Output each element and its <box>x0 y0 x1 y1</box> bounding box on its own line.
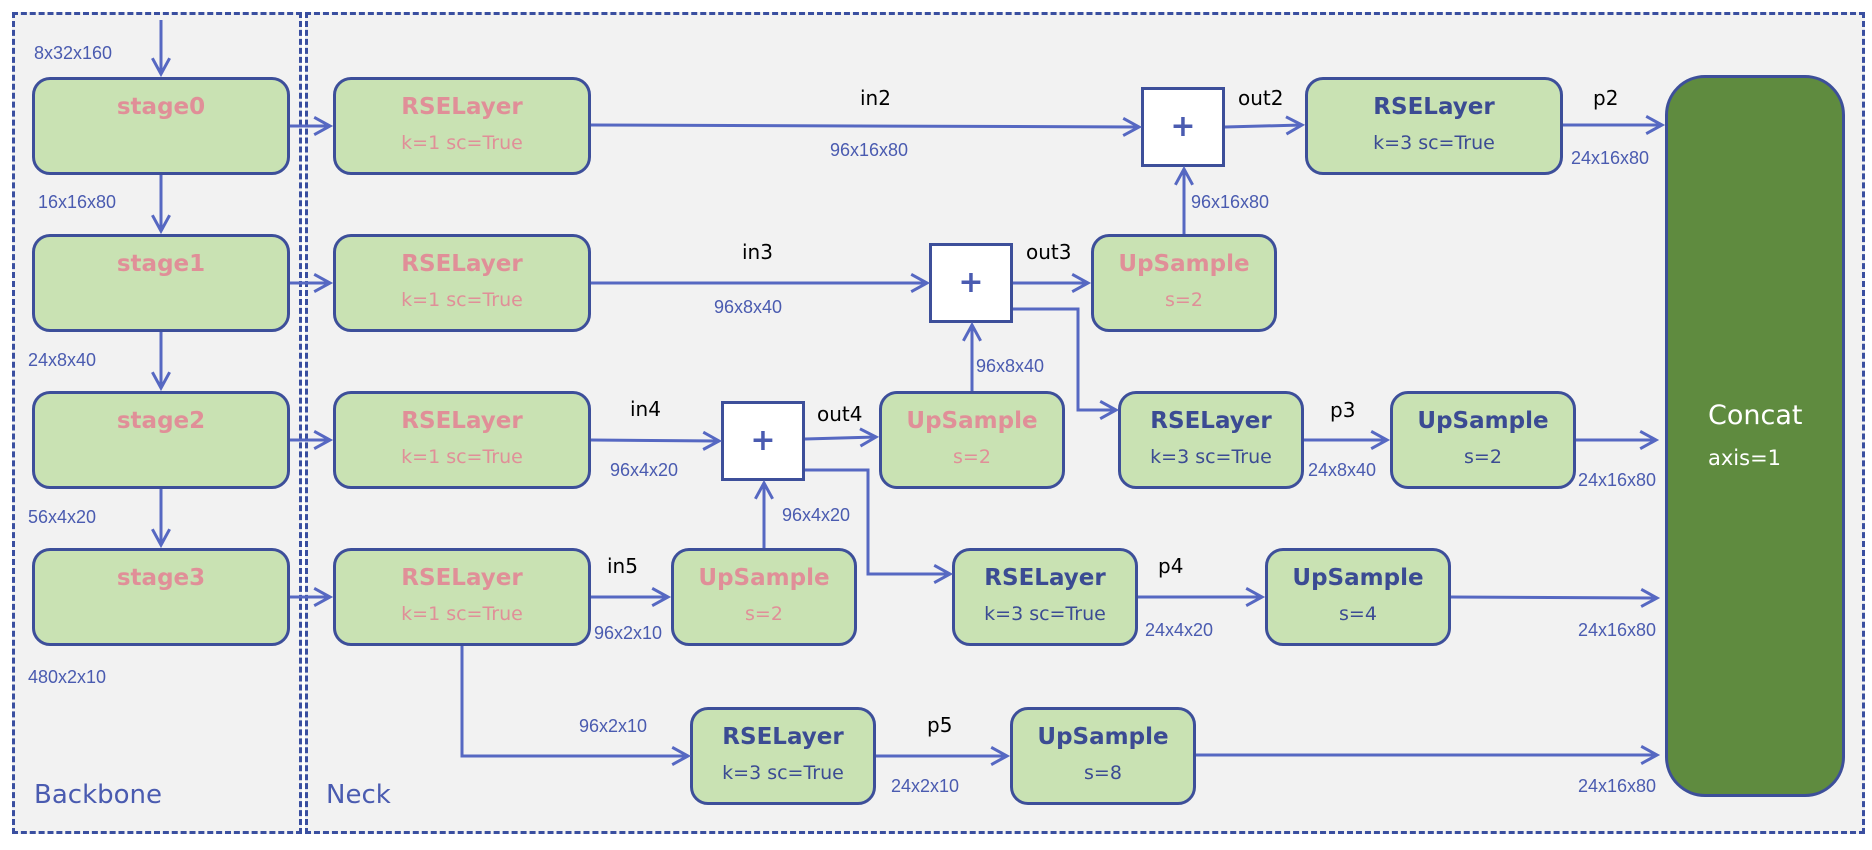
add-node-out2: + <box>1141 87 1225 167</box>
upsample-td-4-title: UpSample <box>698 565 830 591</box>
backbone-label: Backbone <box>34 780 163 810</box>
head-rse-p2-params: k=3 sc=True <box>1373 132 1495 154</box>
stage2-shape: 56x4x20 <box>28 507 97 527</box>
in2-shape: 96x16x80 <box>830 140 909 160</box>
head-upsample-p3-title: UpSample <box>1417 408 1549 434</box>
lateral-rse-in5-params: k=1 sc=True <box>401 603 523 625</box>
concat-title: Concat <box>1708 400 1803 431</box>
p3-shape: 24x8x40 <box>1308 460 1377 480</box>
p4-label: p4 <box>1158 554 1184 578</box>
plus-icon: + <box>1170 109 1196 144</box>
p5-final-shape: 24x16x80 <box>1578 776 1657 796</box>
upsample-td-4: UpSample s=2 <box>671 548 857 646</box>
out2-label: out2 <box>1238 86 1284 110</box>
concat-box: Concat axis=1 <box>1665 75 1845 797</box>
head-rse-p4-params: k=3 sc=True <box>984 603 1106 625</box>
head-rse-p3-params: k=3 sc=True <box>1150 446 1272 468</box>
head-rse-p2-title: RSELayer <box>1373 94 1495 120</box>
upsample-td-3-shape: 96x8x40 <box>976 356 1045 376</box>
stage2-title: stage2 <box>116 408 206 434</box>
stage0-shape: 16x16x80 <box>38 192 117 212</box>
add-node-out3: + <box>929 243 1013 323</box>
head-upsample-p4-params: s=4 <box>1339 603 1377 625</box>
lateral-rse-in3-title: RSELayer <box>401 251 523 277</box>
lateral-rse-in3: RSELayer k=1 sc=True <box>333 234 591 332</box>
stage1-box: stage1 <box>32 234 290 332</box>
head-rse-p2: RSELayer k=3 sc=True <box>1305 77 1563 175</box>
in5-branch-shape: 96x2x10 <box>579 716 648 736</box>
upsample-td-3-params: s=2 <box>953 446 991 468</box>
upsample-td-2-title: UpSample <box>1118 251 1250 277</box>
in3-label: in3 <box>742 240 773 264</box>
in5-label: in5 <box>607 554 638 578</box>
p5-shape: 24x2x10 <box>891 776 960 796</box>
head-rse-p5-params: k=3 sc=True <box>722 762 844 784</box>
p3-label: p3 <box>1330 398 1356 422</box>
head-rse-p4: RSELayer k=3 sc=True <box>952 548 1138 646</box>
lateral-rse-in4-title: RSELayer <box>401 408 523 434</box>
stage2-box: stage2 <box>32 391 290 489</box>
head-rse-p3-title: RSELayer <box>1150 408 1272 434</box>
lateral-rse-in5: RSELayer k=1 sc=True <box>333 548 591 646</box>
stage1-title: stage1 <box>116 251 206 277</box>
head-upsample-p5: UpSample s=8 <box>1010 707 1196 805</box>
plus-icon: + <box>750 423 776 458</box>
p5-label: p5 <box>927 713 953 737</box>
head-rse-p4-title: RSELayer <box>984 565 1106 591</box>
head-upsample-p5-params: s=8 <box>1084 762 1122 784</box>
p2-label: p2 <box>1593 86 1619 110</box>
stage3-box: stage3 <box>32 548 290 646</box>
head-rse-p5-title: RSELayer <box>722 724 844 750</box>
head-rse-p3: RSELayer k=3 sc=True <box>1118 391 1304 489</box>
upsample-td-4-params: s=2 <box>745 603 783 625</box>
in5-shape: 96x2x10 <box>594 623 663 643</box>
p3-final-shape: 24x16x80 <box>1578 470 1657 490</box>
upsample-td-2-params: s=2 <box>1165 289 1203 311</box>
p4-final-shape: 24x16x80 <box>1578 620 1657 640</box>
input-shape-label: 8x32x160 <box>34 43 113 63</box>
plus-icon: + <box>958 265 984 300</box>
p2-shape: 24x16x80 <box>1571 148 1650 168</box>
head-rse-p5: RSELayer k=3 sc=True <box>690 707 876 805</box>
upsample-td-3: UpSample s=2 <box>879 391 1065 489</box>
upsample-td-2: UpSample s=2 <box>1091 234 1277 332</box>
head-upsample-p3-params: s=2 <box>1464 446 1502 468</box>
add-node-out4: + <box>721 401 805 481</box>
head-upsample-p4-title: UpSample <box>1292 565 1424 591</box>
upsample-td-3-title: UpSample <box>906 408 1038 434</box>
in2-label: in2 <box>860 86 891 110</box>
in4-shape: 96x4x20 <box>610 460 679 480</box>
head-upsample-p5-title: UpSample <box>1037 724 1169 750</box>
concat-params: axis=1 <box>1708 446 1782 470</box>
lateral-rse-in4: RSELayer k=1 sc=True <box>333 391 591 489</box>
upsample-td-2-shape: 96x16x80 <box>1191 192 1270 212</box>
lateral-rse-in2-title: RSELayer <box>401 94 523 120</box>
p4-shape: 24x4x20 <box>1145 620 1214 640</box>
out3-label: out3 <box>1026 240 1072 264</box>
stage3-shape: 480x2x10 <box>28 667 107 687</box>
neck-label: Neck <box>326 780 391 810</box>
lateral-rse-in2-params: k=1 sc=True <box>401 132 523 154</box>
stage3-title: stage3 <box>116 565 206 591</box>
lateral-rse-in4-params: k=1 sc=True <box>401 446 523 468</box>
stage0-title: stage0 <box>116 94 206 120</box>
head-upsample-p4: UpSample s=4 <box>1265 548 1451 646</box>
stage0-box: stage0 <box>32 77 290 175</box>
out4-label: out4 <box>817 402 863 426</box>
lateral-rse-in3-params: k=1 sc=True <box>401 289 523 311</box>
in4-label: in4 <box>630 397 661 421</box>
lateral-rse-in2: RSELayer k=1 sc=True <box>333 77 591 175</box>
lateral-rse-in5-title: RSELayer <box>401 565 523 591</box>
head-upsample-p3: UpSample s=2 <box>1390 391 1576 489</box>
in3-shape: 96x8x40 <box>714 297 783 317</box>
upsample-td-4-shape: 96x4x20 <box>782 505 851 525</box>
stage1-shape: 24x8x40 <box>28 350 97 370</box>
